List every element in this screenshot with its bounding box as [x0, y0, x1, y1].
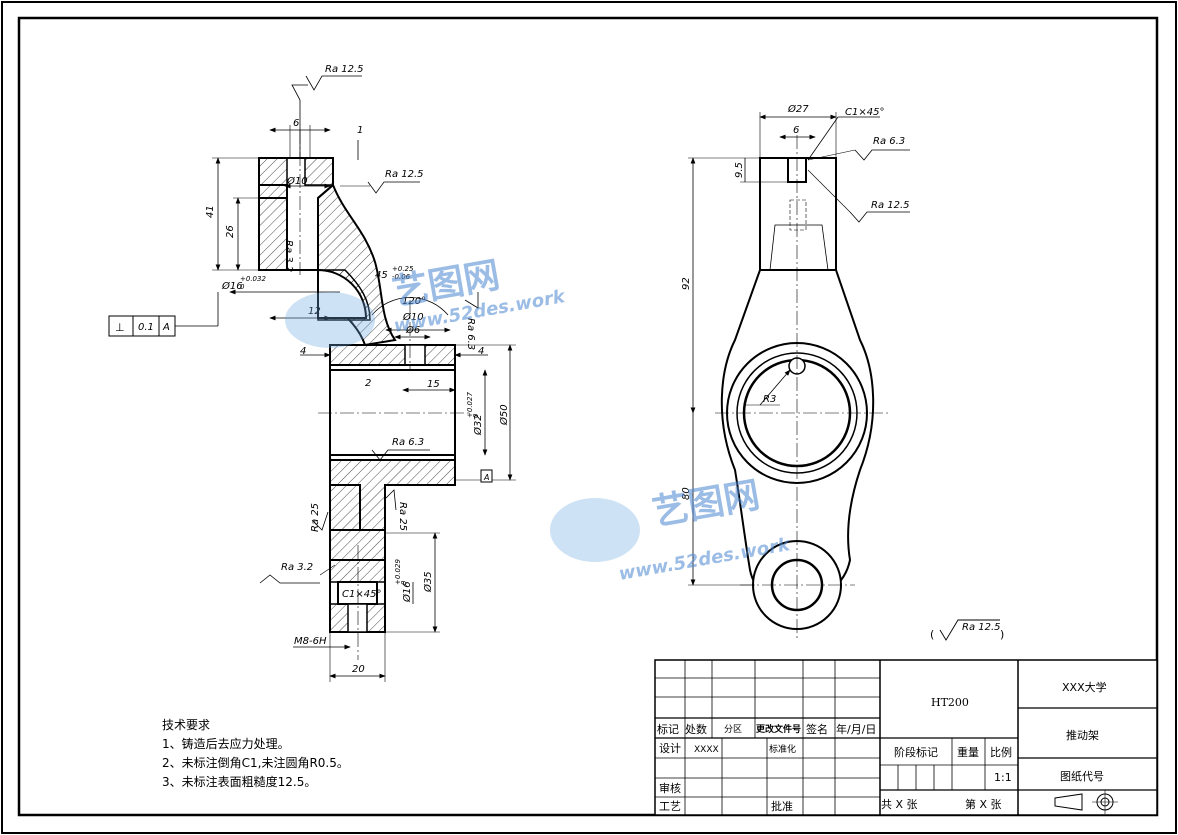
- dim-phi16: Ø16: [221, 280, 243, 292]
- svg-text:): ): [1000, 628, 1004, 641]
- notes-item-2: 2、未标注倒角C1,未注圆角R0.5。: [162, 756, 349, 770]
- dim-phi16-tol: +0.032: [240, 275, 266, 283]
- dim-phi32-tol: +0.027: [466, 392, 474, 418]
- datum-a: A: [483, 473, 489, 482]
- dim-phi6: Ø6: [405, 324, 420, 336]
- left-section-view: Ra 12.5 6 1 Ra 12.5 Ø10 41 26 Ra 3.2 Ø16…: [108, 64, 516, 682]
- dim-phi27: Ø27: [787, 103, 809, 115]
- notes-title: 技术要求: [162, 718, 211, 732]
- dim-w6: 6: [293, 118, 299, 129]
- dim-d45-tol1: +0.25: [392, 265, 414, 273]
- tb-review: 审核: [659, 781, 681, 795]
- tb-material: HT200: [931, 696, 969, 709]
- dim-phi16b-tol: +0.029: [394, 559, 402, 585]
- dim-h92: 92: [681, 277, 692, 290]
- dim-w15: 15: [427, 379, 440, 390]
- tb-process: 工艺: [659, 800, 681, 813]
- dim-ang120: 120°: [402, 296, 426, 307]
- tb-stage-mark: 阶段标记: [894, 745, 938, 759]
- notes-item-1: 1、铸造后去应力处理。: [162, 737, 290, 751]
- dim-phi10-top: Ø10: [286, 175, 308, 187]
- title-block: [654, 659, 1158, 816]
- dim-phi16b-tol2: 0: [400, 580, 408, 585]
- dim-w6-right: 6: [793, 125, 799, 136]
- dim-w4l: 4: [300, 346, 306, 357]
- dim-phi32: Ø32: [472, 414, 484, 436]
- dim-phi35: Ø35: [422, 571, 434, 593]
- tb-date: 年/月/日: [836, 722, 876, 736]
- dim-ra125-right: Ra 12.5: [871, 200, 910, 211]
- tb-signature: 签名: [806, 722, 828, 736]
- tb-zone: 分区: [724, 724, 742, 735]
- title-block-text: 标记 处数 分区 更改文件号 签名 年/月/日 设计 XXXX 标准化 审核 工…: [657, 680, 1107, 813]
- inner-frame: [17, 16, 1159, 817]
- dim-m8: M8-6H: [294, 636, 327, 647]
- dim-h95: 9.5: [734, 162, 745, 178]
- dim-ra63-mid: Ra 6.3: [465, 318, 476, 350]
- dim-phi16b: Ø16: [401, 581, 413, 603]
- middle-flange: [329, 344, 456, 366]
- tol-symbol: ⊥: [115, 321, 125, 334]
- tb-scale: 1:1: [994, 771, 1012, 784]
- dim-phi10-mid: Ø10: [402, 311, 424, 323]
- dim-d1: 1: [357, 125, 363, 136]
- tb-sheet-no: 第 X 张: [965, 797, 1002, 811]
- dim-c1-right: C1×45°: [845, 107, 884, 118]
- general-roughness-value: Ra 12.5: [962, 622, 1001, 633]
- tb-scale-label: 比例: [990, 745, 1012, 759]
- tol-value: 0.1: [138, 322, 154, 333]
- general-roughness-symbol: ( Ra 12.5 ): [930, 619, 1004, 641]
- technical-requirements: 技术要求 1、铸造后去应力处理。 2、未标注倒角C1,未注圆角R0.5。 3、未…: [162, 716, 349, 792]
- dim-ra32-low: Ra 3.2: [281, 562, 313, 573]
- dim-h41: 41: [205, 205, 216, 218]
- tb-school: XXX大学: [1062, 680, 1107, 694]
- datum-box: [480, 469, 493, 483]
- dim-ra32-inner: Ra 3.2: [283, 240, 294, 272]
- tb-count: 处数: [685, 723, 707, 736]
- dim-ra63-b: Ra 6.3: [392, 437, 424, 448]
- tb-drawing-code: 图纸代号: [1060, 770, 1104, 783]
- dim-ra25-l: Ra 25: [310, 503, 321, 532]
- tb-mark: 标记: [657, 722, 679, 736]
- dim-d45: 45: [375, 270, 388, 281]
- dim-h26: 26: [225, 225, 236, 238]
- notes-item-3: 3、未标注表面粗糙度12.5。: [162, 775, 317, 789]
- tb-weight: 重量: [957, 745, 979, 759]
- dim-phi32-tol2: 0: [472, 413, 480, 418]
- dim-ra125-top: Ra 12.5: [325, 64, 364, 75]
- dim-phi50: Ø50: [498, 404, 510, 426]
- dim-phi16-tol2: 0: [240, 283, 245, 291]
- dim-w4r: 4: [478, 346, 484, 357]
- right-front-view: Ø27 C1×45° 6 Ra 6.3 9.5 Ra 12.5 92 R3 80: [681, 103, 910, 640]
- tb-approve: 批准: [771, 799, 793, 813]
- svg-text:(: (: [930, 628, 934, 641]
- dim-ra25-r: Ra 25: [397, 502, 408, 531]
- tb-sheet-total: 共 X 张: [881, 798, 918, 811]
- dim-d45-tol2: -0.06: [392, 273, 411, 281]
- dim-w20: 20: [352, 664, 365, 675]
- tol-ref: A: [162, 322, 170, 333]
- tb-standardize: 标准化: [769, 743, 796, 755]
- tb-design: 设计: [659, 742, 681, 755]
- dim-c1: C1×45°: [342, 589, 381, 600]
- dim-r3: R3: [763, 394, 776, 405]
- dim-h80: 80: [681, 487, 692, 500]
- tb-change-doc: 更改文件号: [756, 723, 801, 735]
- tb-designer: XXXX: [694, 745, 719, 755]
- dim-w2: 2: [365, 378, 371, 389]
- tb-part-name: 推动架: [1066, 728, 1099, 742]
- dim-ra125-b: Ra 12.5: [385, 169, 424, 180]
- dim-ra63-right: Ra 6.3: [873, 136, 905, 147]
- dim-w12: 12: [308, 306, 321, 317]
